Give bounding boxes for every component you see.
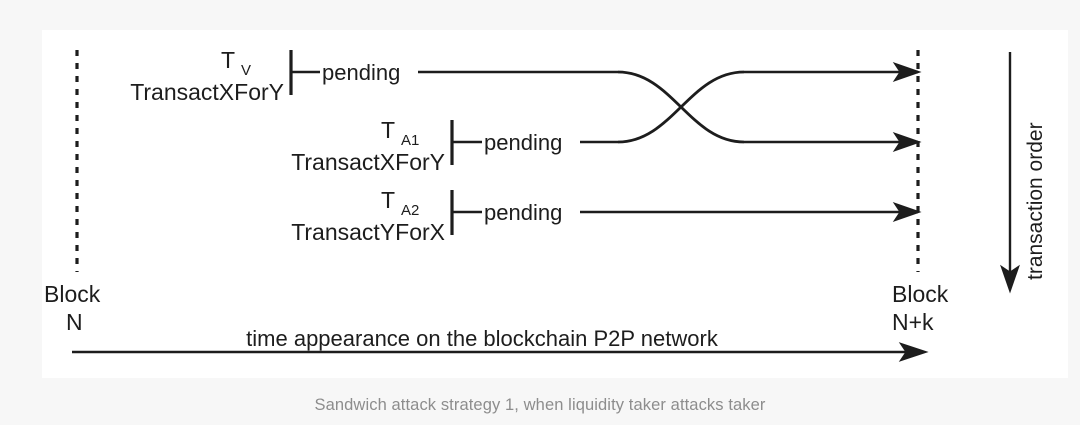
transaction-row-3: pending T A2 TransactYForX xyxy=(291,187,922,245)
tx3-subscript: A2 xyxy=(401,202,419,219)
transaction-row-2: pending T A1 TransactXForY xyxy=(291,62,922,175)
tx3-name: TransactYForX xyxy=(291,219,445,245)
tx1-pending-label: pending xyxy=(322,60,400,85)
block-npk-label: Block N+k xyxy=(892,281,949,335)
tx2-symbol: T xyxy=(381,117,395,143)
order-axis-arrowhead xyxy=(1000,264,1020,294)
block-npk-line1: Block xyxy=(892,281,949,307)
tx2-subscript: A1 xyxy=(401,132,419,149)
time-axis: time appearance on the blockchain P2P ne… xyxy=(72,326,929,362)
transaction-row-1: pending T V TransactXForY xyxy=(130,47,922,152)
time-axis-arrowhead xyxy=(898,342,929,362)
order-axis-label: transaction order xyxy=(1024,122,1047,280)
tx3-pending-label: pending xyxy=(484,200,562,225)
time-axis-label: time appearance on the blockchain P2P ne… xyxy=(246,326,719,351)
tx1-arrowhead xyxy=(892,132,922,152)
block-npk-line2: N+k xyxy=(892,309,934,335)
figure-caption: Sandwich attack strategy 1, when liquidi… xyxy=(314,396,766,414)
tx3-arrowhead xyxy=(892,202,922,222)
block-n-line2: N xyxy=(66,309,83,335)
tx3-symbol: T xyxy=(381,187,395,213)
figure-card: pending T V TransactXForY pending xyxy=(42,30,1068,378)
tx2-name: TransactXForY xyxy=(291,149,445,175)
block-n-line1: Block xyxy=(44,281,101,307)
tx2-pending-label: pending xyxy=(484,130,562,155)
tx2-arrowhead xyxy=(892,62,922,82)
block-n-label: Block N xyxy=(44,281,101,335)
tx2-crossing-curve xyxy=(617,70,745,144)
tx1-symbol: T xyxy=(221,47,235,73)
tx1-subscript: V xyxy=(241,62,251,79)
sandwich-attack-diagram: pending T V TransactXForY pending xyxy=(44,47,1047,362)
tx1-name: TransactXForY xyxy=(130,79,284,105)
transaction-order-axis: transaction order xyxy=(1000,52,1047,294)
